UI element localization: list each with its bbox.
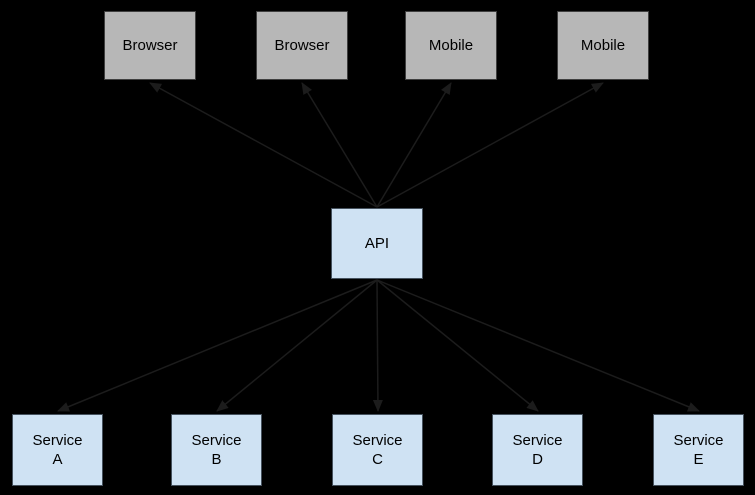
edge-api-to-mobile-1 bbox=[376, 82, 452, 208]
node-label: Mobile bbox=[580, 36, 626, 54]
edge-api-to-service-d bbox=[376, 279, 539, 412]
edge-api-to-service-c bbox=[372, 279, 383, 412]
node-service-e: Service E bbox=[653, 414, 744, 486]
node-label: B bbox=[211, 451, 222, 468]
node-label: Browser bbox=[274, 36, 330, 54]
edge-api-to-browser-1 bbox=[149, 82, 378, 208]
node-label: Service bbox=[32, 431, 83, 449]
edge-api-to-mobile-2 bbox=[376, 82, 604, 208]
node-label: API bbox=[364, 234, 390, 252]
node-api: API bbox=[331, 208, 423, 279]
node-mobile-2: Mobile bbox=[557, 11, 649, 80]
node-label: Mobile bbox=[428, 36, 474, 54]
node-label: Service bbox=[512, 431, 563, 449]
node-service-d: Service D bbox=[492, 414, 583, 486]
edge-api-to-service-b bbox=[216, 279, 378, 412]
node-label: C bbox=[372, 451, 383, 468]
edge-api-to-service-a bbox=[57, 279, 378, 412]
node-service-a: Service A bbox=[12, 414, 103, 486]
node-label: Browser bbox=[122, 36, 178, 54]
node-label: Service bbox=[673, 431, 724, 449]
node-label: E bbox=[693, 451, 704, 468]
node-mobile-1: Mobile bbox=[405, 11, 497, 80]
node-label: Service bbox=[352, 431, 403, 449]
node-label: D bbox=[532, 451, 543, 468]
edge-api-to-service-e bbox=[376, 279, 700, 412]
node-service-b: Service B bbox=[171, 414, 262, 486]
node-label: A bbox=[52, 451, 63, 468]
edge-api-to-browser-2 bbox=[301, 82, 378, 208]
node-browser-1: Browser bbox=[104, 11, 196, 80]
node-browser-2: Browser bbox=[256, 11, 348, 80]
node-label: Service bbox=[191, 431, 242, 449]
node-service-c: Service C bbox=[332, 414, 423, 486]
